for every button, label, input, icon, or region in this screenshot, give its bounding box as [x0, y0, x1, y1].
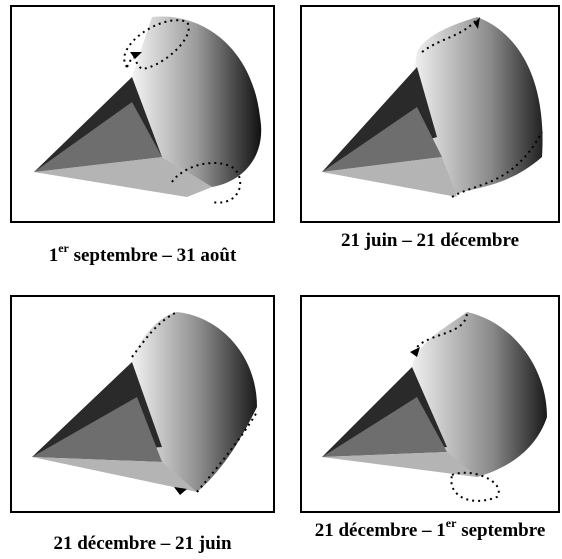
- cone-mid-face: [322, 397, 447, 457]
- cone-light-face: [34, 157, 212, 197]
- cone-diagram-1: [34, 16, 262, 204]
- cone-diagram-3: [32, 311, 258, 495]
- caption-3: 21 décembre – 21 juin: [53, 533, 232, 554]
- caption-2: 21 juin – 21 décembre: [340, 230, 520, 251]
- panel-4: [300, 295, 560, 513]
- panel-3: [10, 295, 275, 513]
- cone-mid-face: [322, 107, 442, 172]
- arrow-icon: [174, 487, 187, 495]
- arrow-icon: [130, 52, 142, 59]
- cone-surface: [412, 17, 543, 197]
- arrow-icon: [474, 17, 480, 29]
- cone-surface: [412, 312, 547, 477]
- caption-1: 1er septembre – 31 août: [48, 240, 237, 266]
- cone-diagram-2: [322, 17, 543, 198]
- orbit-path-lower: [171, 162, 242, 204]
- cone-surface: [132, 312, 257, 492]
- cone-light-face: [322, 157, 457, 197]
- cone-light-face: [32, 457, 197, 492]
- cone-diagram-4: [322, 311, 547, 502]
- panel-2: [300, 5, 560, 223]
- orbit-path-lower: [450, 471, 500, 502]
- orbit-path: [131, 311, 258, 493]
- arrow-icon: [410, 347, 420, 357]
- caption-4: 21 décembre – 1er septembre: [314, 515, 546, 541]
- cone-surface: [132, 16, 262, 187]
- cone-mid-face: [34, 102, 162, 172]
- cone-mid-face: [32, 397, 162, 462]
- cone-light-face: [322, 452, 477, 477]
- orbit-path: [421, 18, 543, 198]
- panel-1: [10, 5, 275, 223]
- orbit-path: [413, 311, 468, 353]
